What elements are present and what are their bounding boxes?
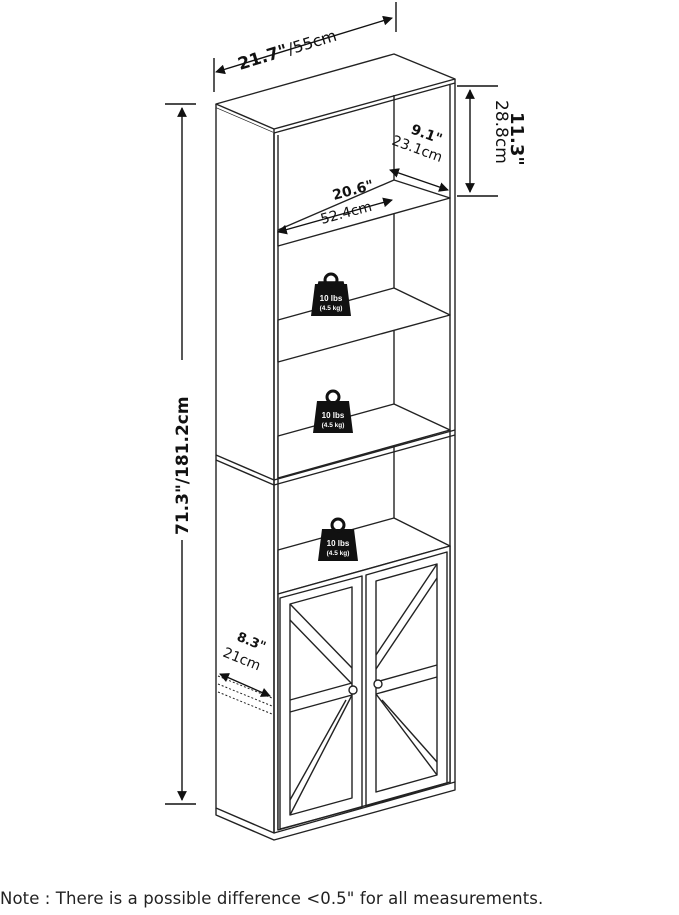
cabinet-doors [277, 545, 451, 831]
shelf-height-in-label: 11.3" [506, 112, 527, 166]
svg-text:(4.5 kg): (4.5 kg) [322, 422, 345, 429]
measurement-note: Note : There is a possible difference <0… [0, 889, 544, 908]
weight-badge-1: 10 lbs (4.5 kg) [311, 272, 351, 316]
svg-text:10 lbs: 10 lbs [327, 539, 350, 548]
shelf-3 [277, 403, 451, 479]
width-cm-label: /55cm [285, 26, 339, 59]
width-in-label: 21.7" [236, 41, 290, 75]
svg-text:(4.5 kg): (4.5 kg) [320, 305, 343, 312]
svg-text:10 lbs: 10 lbs [322, 411, 345, 420]
height-label: 71.3"/181.2cm [173, 396, 193, 535]
svg-text:10 lbs: 10 lbs [320, 294, 343, 303]
shelf-2 [277, 287, 451, 363]
weight-badge-2: 10 lbs (4.5 kg) [313, 389, 353, 433]
weight-badge-3: 10 lbs (4.5 kg) [318, 517, 358, 561]
cabinet-side [215, 108, 275, 834]
svg-text:(4.5 kg): (4.5 kg) [327, 550, 350, 557]
shelf-height-cm-label: 28.8cm [491, 100, 511, 164]
